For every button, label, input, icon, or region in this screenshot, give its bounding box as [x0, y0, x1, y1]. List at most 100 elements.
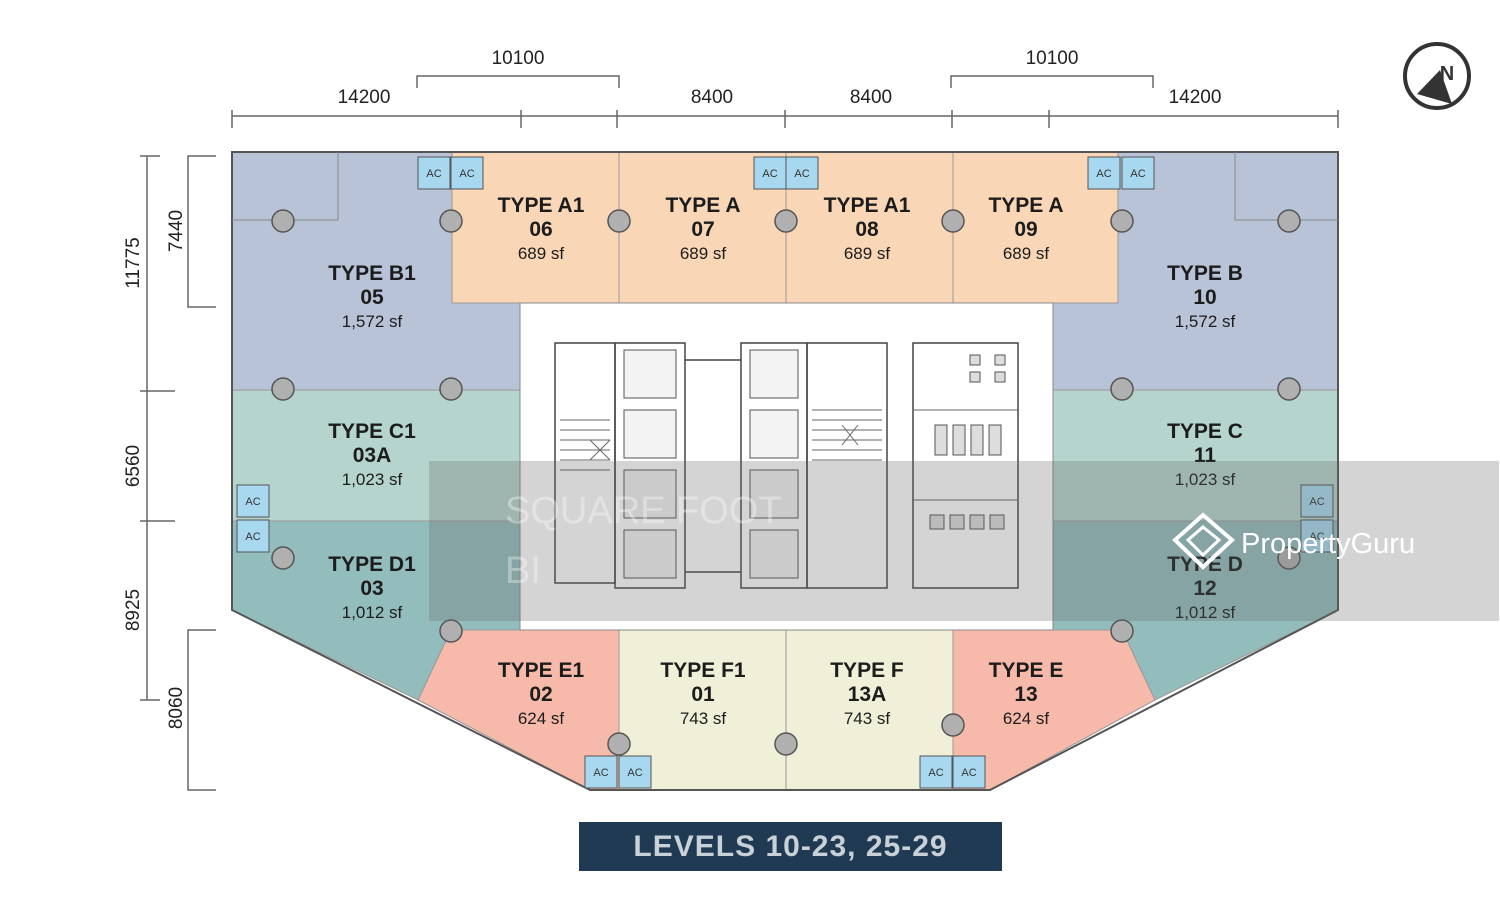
unit-label-07: TYPE A 07 689 sf	[665, 194, 740, 263]
svg-text:03A: 03A	[353, 444, 392, 467]
svg-text:689 sf: 689 sf	[518, 244, 565, 263]
svg-text:05: 05	[360, 286, 384, 309]
partitions	[232, 152, 1338, 221]
svg-text:TYPE E1: TYPE E1	[498, 659, 585, 682]
svg-text:AC: AC	[1096, 168, 1111, 180]
svg-text:01: 01	[691, 683, 715, 706]
propertyguru-logo-icon	[1172, 512, 1235, 570]
ac-unit: AC	[1300, 519, 1334, 553]
svg-text:11: 11	[1194, 444, 1217, 467]
dim-left-3: 8925	[123, 589, 144, 631]
ac-unit: AC	[1300, 484, 1334, 518]
ac-unit: AC	[919, 755, 953, 789]
svg-text:AC: AC	[426, 168, 441, 180]
unit-label-03a: TYPE C1 03A 1,023 sf	[328, 420, 416, 489]
unit-labels: TYPE A1 06 689 sf TYPE A 07 689 sf TYPE …	[328, 194, 1243, 728]
dim-row2-2: 8400	[691, 87, 733, 108]
svg-text:AC: AC	[245, 531, 260, 543]
ac-unit: AC	[1087, 156, 1121, 190]
svg-text:AC: AC	[627, 767, 642, 779]
ac-unit: AC	[584, 755, 618, 789]
svg-text:TYPE C1: TYPE C1	[328, 420, 416, 443]
svg-text:TYPE A: TYPE A	[988, 194, 1063, 217]
dimension-labels: 10100 10100 14200 8400 8400 14200 11775 …	[123, 48, 1221, 729]
unit-label-01: TYPE F1 01 743 sf	[660, 659, 746, 728]
building-core	[519, 302, 1054, 631]
dim-row2-3: 8400	[850, 87, 892, 108]
svg-text:743 sf: 743 sf	[680, 709, 727, 728]
svg-text:1,572 sf: 1,572 sf	[342, 312, 403, 331]
dimension-lines	[140, 75, 1339, 791]
dim-row2-4: 14200	[1169, 87, 1222, 108]
svg-text:TYPE A: TYPE A	[665, 194, 740, 217]
unit-label-10: TYPE B 10 1,572 sf	[1167, 262, 1243, 331]
ac-units: AC AC AC AC AC AC AC AC AC AC AC AC AC A…	[236, 156, 1334, 789]
svg-text:AC: AC	[1309, 531, 1324, 543]
unit-label-02: TYPE E1 02 624 sf	[498, 659, 585, 728]
svg-text:TYPE E: TYPE E	[989, 659, 1064, 682]
unit-label-09: TYPE A 09 689 sf	[988, 194, 1063, 263]
svg-text:13A: 13A	[848, 683, 887, 706]
svg-text:624 sf: 624 sf	[518, 709, 565, 728]
dim-top-right: 10100	[1026, 48, 1079, 69]
ac-unit: AC	[753, 156, 787, 190]
svg-text:1,023 sf: 1,023 sf	[1175, 470, 1236, 489]
svg-text:06: 06	[529, 218, 552, 241]
svg-text:AC: AC	[1309, 496, 1324, 508]
svg-text:1,012 sf: 1,012 sf	[342, 603, 403, 622]
svg-text:1,012 sf: 1,012 sf	[1175, 603, 1236, 622]
svg-text:12: 12	[1193, 577, 1216, 600]
unit-label-13: TYPE E 13 624 sf	[989, 659, 1064, 728]
dim-left-2: 6560	[123, 445, 144, 487]
svg-text:AC: AC	[459, 168, 474, 180]
svg-text:AC: AC	[794, 168, 809, 180]
north-arrow-icon: N	[1403, 42, 1471, 110]
ac-unit: AC	[618, 755, 652, 789]
ac-unit: AC	[450, 156, 484, 190]
svg-text:1,572 sf: 1,572 sf	[1175, 312, 1236, 331]
svg-text:689 sf: 689 sf	[1003, 244, 1050, 263]
svg-text:AC: AC	[593, 767, 608, 779]
dim-left-1: 11775	[123, 237, 144, 288]
unit-label-05: TYPE B1 05 1,572 sf	[328, 262, 416, 331]
svg-text:N: N	[1440, 63, 1454, 85]
watermark: SQUARE FOOT BI PropertyGuru	[429, 461, 1499, 621]
unit-label-03: TYPE D1 03 1,012 sf	[328, 553, 416, 622]
ac-unit: AC	[236, 484, 270, 518]
svg-text:1,023 sf: 1,023 sf	[342, 470, 403, 489]
unit-label-06: TYPE A1 06 689 sf	[498, 194, 585, 263]
svg-text:TYPE C: TYPE C	[1167, 420, 1243, 443]
svg-text:TYPE F1: TYPE F1	[660, 659, 746, 682]
watermark-brand: PropertyGuru	[1241, 528, 1415, 560]
ac-unit: AC	[417, 156, 451, 190]
svg-text:TYPE A1: TYPE A1	[824, 194, 911, 217]
level-banner: LEVELS 10-23, 25-29	[579, 822, 1002, 871]
svg-text:TYPE A1: TYPE A1	[498, 194, 585, 217]
ac-unit: AC	[236, 519, 270, 553]
svg-text:AC: AC	[762, 168, 777, 180]
ac-unit: AC	[785, 156, 819, 190]
columns	[271, 209, 1301, 756]
unit-label-11: TYPE C 11 1,023 sf	[1167, 420, 1243, 489]
svg-text:07: 07	[691, 218, 714, 241]
unit-shape-03a	[231, 389, 521, 522]
svg-text:TYPE F: TYPE F	[830, 659, 904, 682]
unit-label-13a: TYPE F 13A 743 sf	[830, 659, 904, 728]
building-outline	[231, 151, 1339, 791]
svg-text:743 sf: 743 sf	[844, 709, 891, 728]
svg-text:09: 09	[1014, 218, 1037, 241]
svg-text:02: 02	[529, 683, 552, 706]
svg-text:AC: AC	[245, 496, 260, 508]
svg-text:AC: AC	[961, 767, 976, 779]
svg-text:AC: AC	[928, 767, 943, 779]
unit-label-08: TYPE A1 08 689 sf	[824, 194, 911, 263]
ac-unit: AC	[952, 755, 986, 789]
svg-text:08: 08	[855, 218, 879, 241]
svg-text:03: 03	[360, 577, 383, 600]
dim-left-inner-2: 8060	[166, 687, 187, 729]
svg-text:AC: AC	[1130, 168, 1145, 180]
dim-left-inner-1: 7440	[166, 210, 187, 252]
svg-text:SQUARE FOOT: SQUARE FOOT	[505, 490, 782, 532]
svg-text:TYPE D1: TYPE D1	[328, 553, 416, 576]
